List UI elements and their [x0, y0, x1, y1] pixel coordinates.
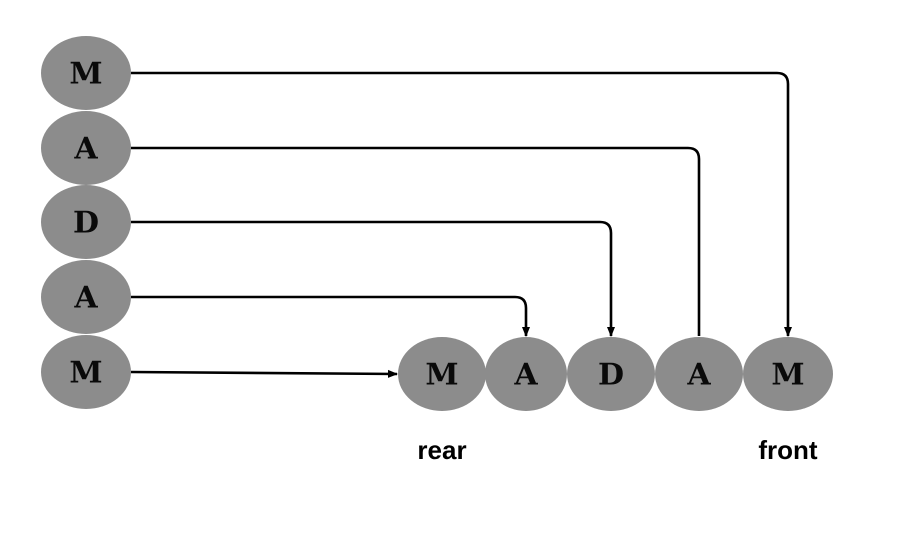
stack-node: M — [41, 335, 131, 409]
connectors — [130, 71, 792, 378]
rear-label: rear — [417, 435, 466, 465]
front-label: front — [758, 435, 818, 465]
stack-node-letter: M — [69, 356, 102, 391]
queue-node-letter: A — [686, 358, 711, 393]
stack-node: M — [41, 36, 131, 110]
queue-node: M — [398, 337, 486, 411]
stack-node-letter: D — [73, 206, 99, 241]
stack-node-letter: A — [73, 132, 98, 167]
queue-node-letter: D — [598, 358, 624, 393]
stack-node: D — [41, 185, 131, 259]
queue-node: A — [655, 337, 743, 411]
stack-column: M A D A M — [41, 36, 131, 409]
connector-stack-4-to-queue-2 — [131, 295, 530, 337]
connector-stack-3-to-queue-3 — [131, 220, 615, 337]
queue-row: M A D A M — [398, 337, 833, 411]
connector-stack-1-to-queue-5 — [131, 71, 792, 337]
connector-stack-2-to-queue-4 — [131, 146, 701, 336]
queue-node-letter: A — [513, 358, 538, 393]
queue-node: M — [743, 337, 833, 411]
queue-node: A — [485, 337, 567, 411]
stack-node: A — [41, 260, 131, 334]
queue-node-letter: M — [771, 358, 804, 393]
stack-node-letter: A — [73, 281, 98, 316]
queue-node: D — [567, 337, 655, 411]
connector-stack-5-to-queue-1 — [130, 369, 398, 378]
queue-node-letter: M — [425, 358, 458, 393]
stack-node: A — [41, 111, 131, 185]
stack-node-letter: M — [69, 57, 102, 92]
